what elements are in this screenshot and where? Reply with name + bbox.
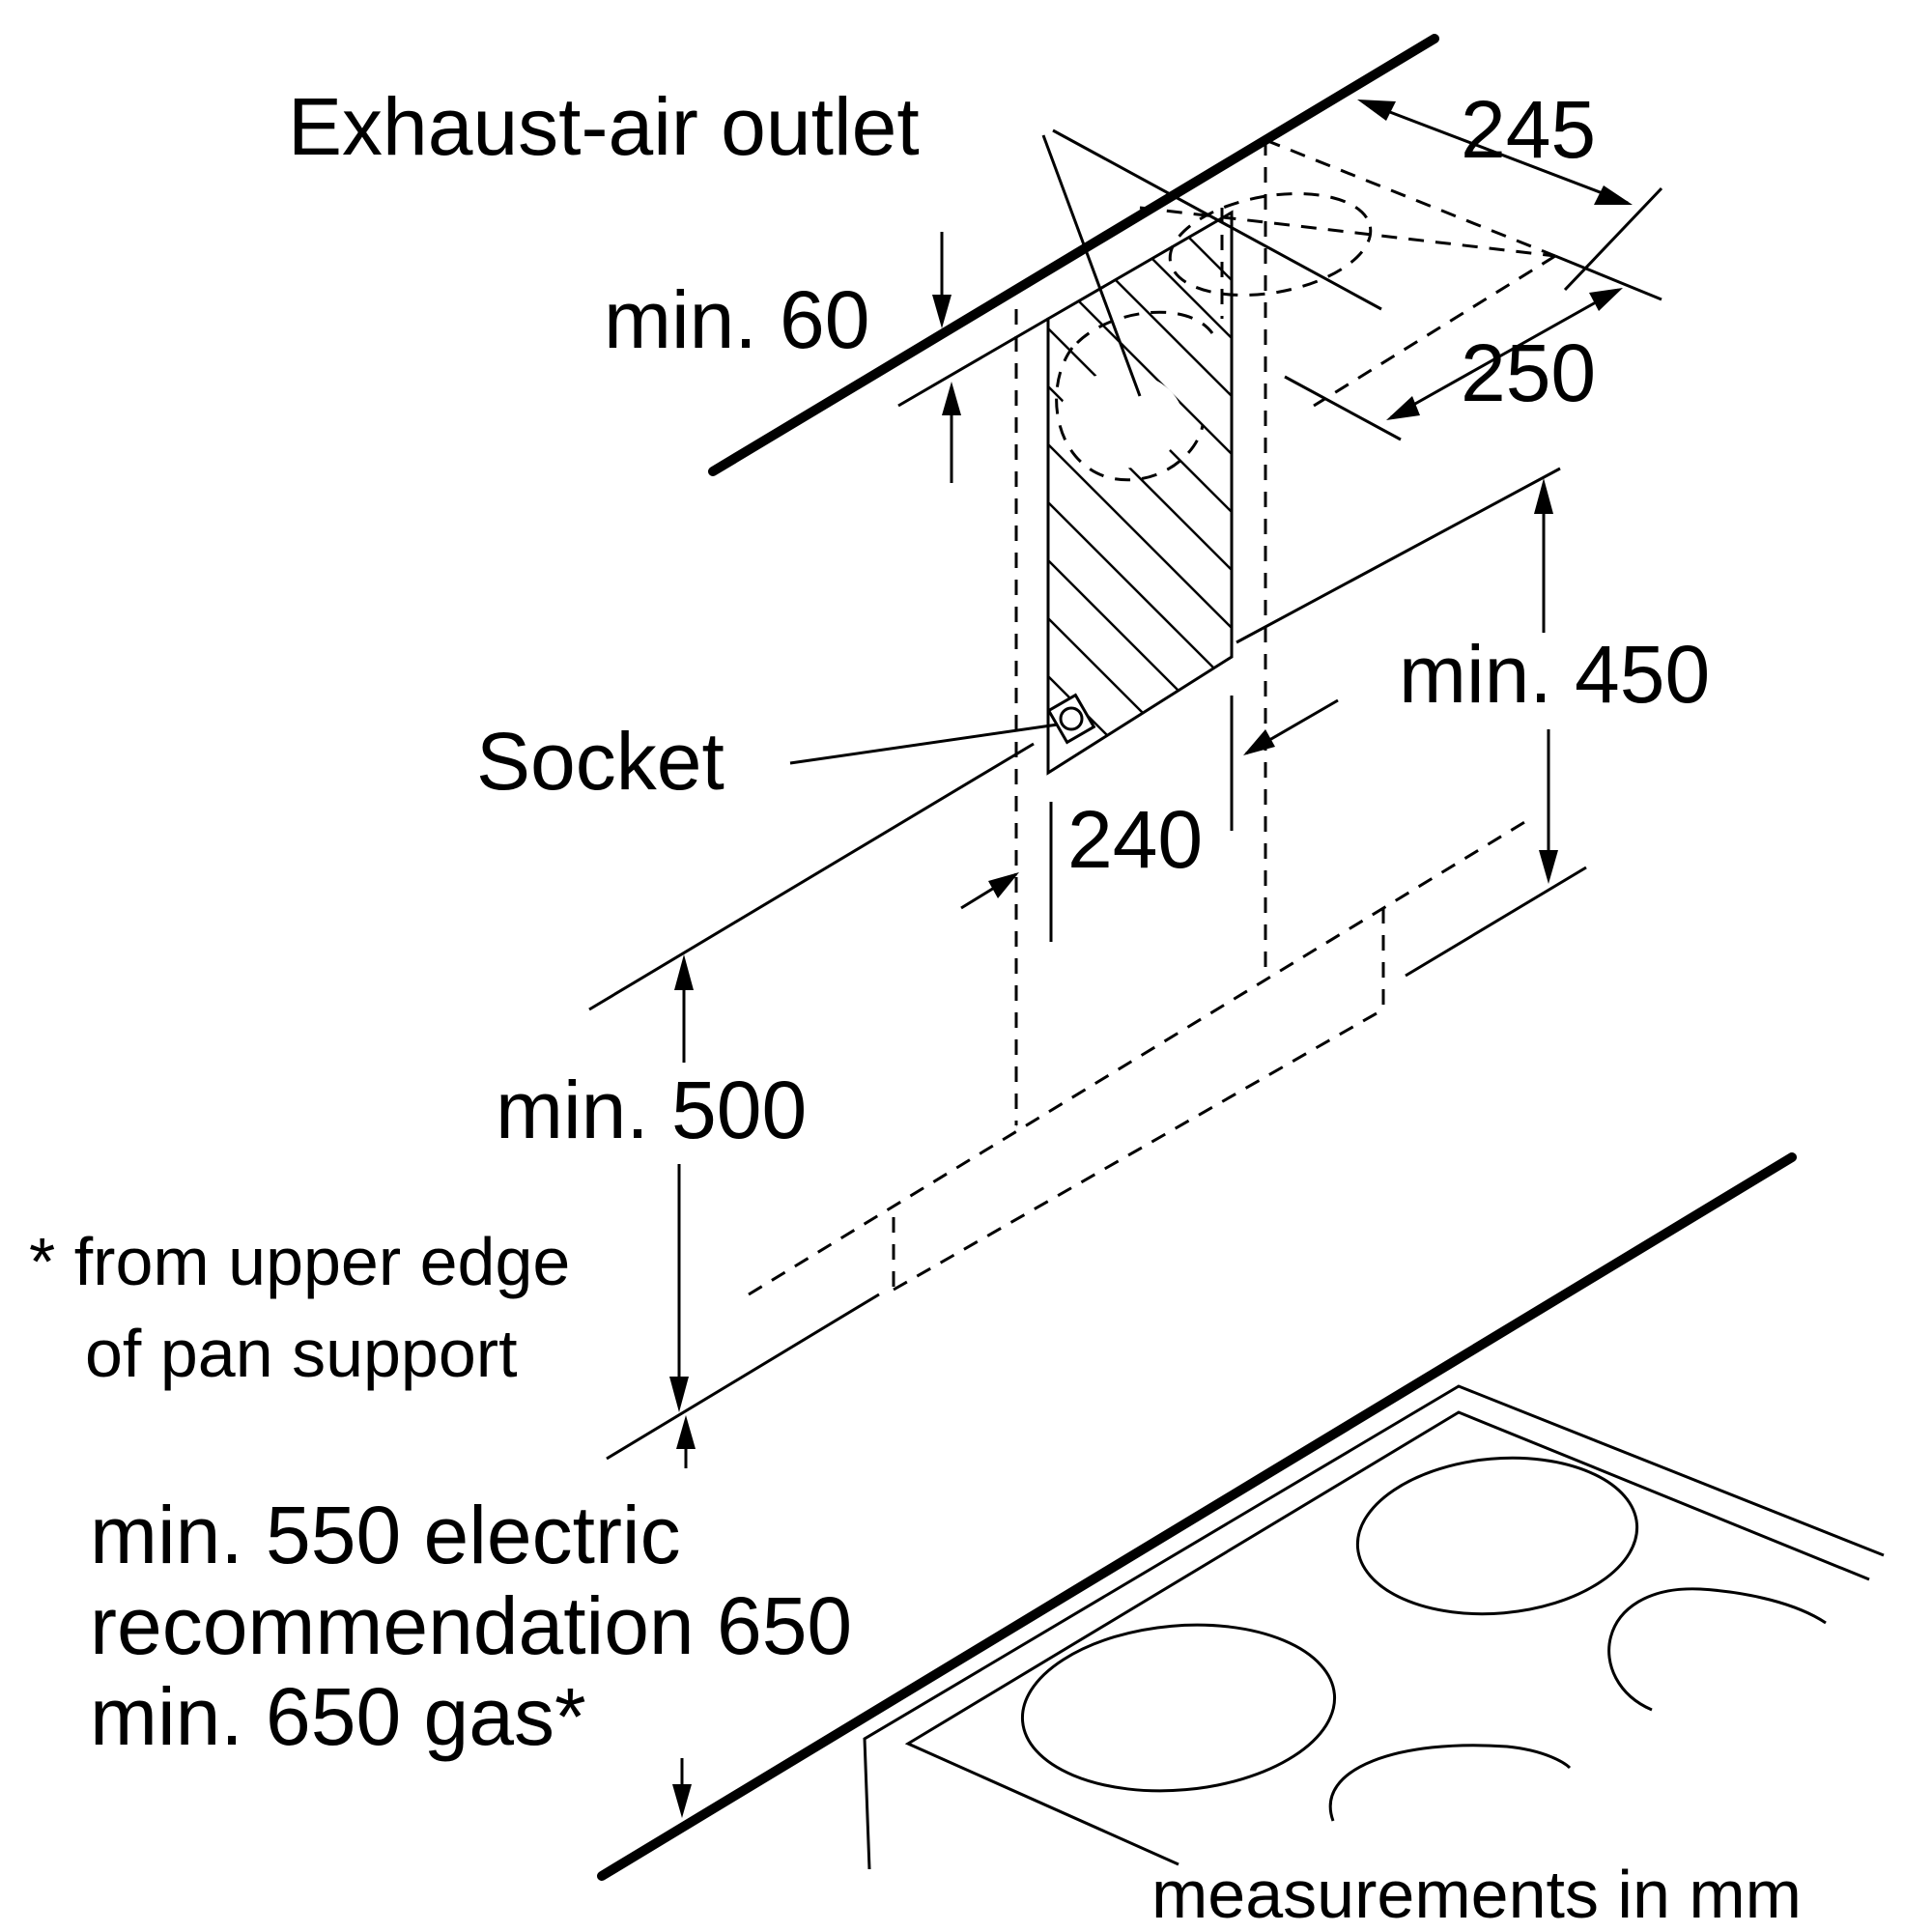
label-hob-line3: min. 650 gas*	[90, 1671, 586, 1762]
socket-leader	[789, 723, 1059, 765]
label-footnote-line2: of pan support	[85, 1316, 518, 1391]
burner-back-right-icon	[1355, 1456, 1639, 1616]
worktop-line	[597, 1152, 1797, 1881]
lower-ledge-line	[588, 742, 1035, 1011]
label-footnote-line1: * from upper edge	[29, 1224, 570, 1299]
label-min-60: min. 60	[604, 274, 869, 365]
label-hob-line1: min. 550 electric	[90, 1490, 681, 1580]
dim-min-60	[897, 232, 1049, 483]
outlet-leader-2	[1052, 128, 1382, 311]
burner-right-icon	[1607, 1587, 1827, 1712]
burner-front-left-icon	[1020, 1623, 1337, 1793]
label-socket: Socket	[476, 716, 724, 807]
label-min-500: min. 500	[496, 1065, 807, 1155]
label-dim-245: 245	[1461, 84, 1596, 175]
hood-bottom-left	[606, 1293, 880, 1461]
burner-front-icon	[1328, 1744, 1572, 1822]
dim-min-450	[1534, 478, 1558, 884]
label-dim-240: 240	[1067, 794, 1203, 885]
label-exhaust-air-outlet: Exhaust-air outlet	[288, 81, 920, 172]
socket-icon	[1046, 693, 1096, 745]
dim-240	[960, 696, 1339, 942]
dim-min-550	[672, 1415, 696, 1818]
outlet-leader-1	[1041, 134, 1142, 397]
ceiling-line	[708, 34, 1439, 476]
label-hob-line2: recommendation 650	[90, 1580, 852, 1671]
hood-bottom-right	[1405, 866, 1587, 978]
dim-245	[1357, 99, 1663, 292]
label-units-note: measurements in mm	[1151, 1857, 1802, 1932]
upper-ledge-line	[1236, 467, 1561, 644]
hood-body-outline	[748, 819, 1527, 1296]
dim-min-500	[669, 954, 694, 1412]
label-dim-250: 250	[1461, 327, 1596, 418]
hob	[863, 1384, 1885, 1870]
label-min-450: min. 450	[1399, 629, 1710, 720]
dim-250	[1284, 254, 1662, 441]
